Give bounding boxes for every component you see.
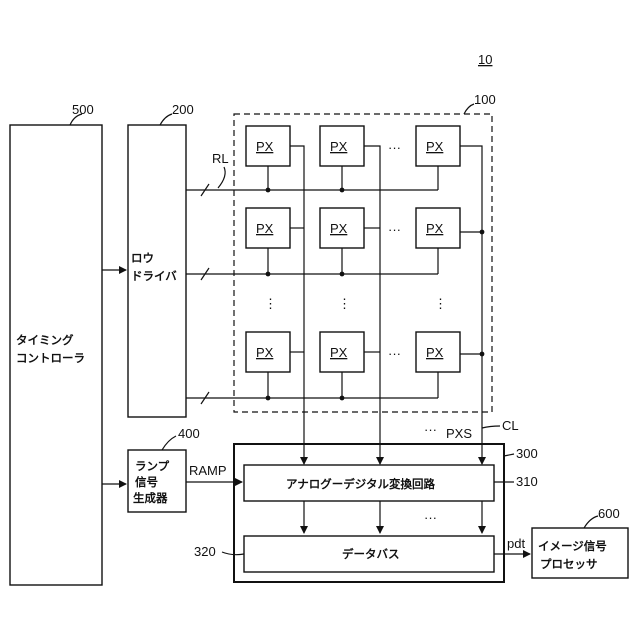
timing-label-line1: タイミング xyxy=(16,333,74,347)
bus-label: データバス xyxy=(342,547,400,561)
dots-small: ··· xyxy=(424,510,437,525)
pixel-row-3: PX PX PX ··· xyxy=(246,332,460,372)
pixel-label: PX xyxy=(256,221,274,236)
dots-small: ··· xyxy=(424,422,437,437)
cl-label: CL xyxy=(502,418,519,433)
timing-label-line2: コントローラ xyxy=(16,351,85,365)
pxs-label: PXS xyxy=(446,426,472,441)
ramp-label-line3: 生成器 xyxy=(133,491,168,505)
rl-label: RL xyxy=(212,151,229,166)
row-ref-leader xyxy=(160,114,172,125)
pixel-label: PX xyxy=(426,345,444,360)
pixel-dots-vertical: ⋮ ⋮ ⋮ xyxy=(264,296,447,311)
pdt-label: pdt xyxy=(507,536,525,551)
dots-vertical: ⋮ xyxy=(338,296,351,311)
ramp-signal-label: RAMP xyxy=(189,463,227,478)
pixel-row-1: PX PX PX ··· xyxy=(246,126,460,166)
row-label-line1: ロウ xyxy=(131,251,154,265)
array-ref-leader xyxy=(464,104,474,114)
ramp-ref-leader xyxy=(162,436,176,450)
readout-ref: 300 xyxy=(516,446,538,461)
pixel-label: PX xyxy=(256,139,274,154)
row-ref: 200 xyxy=(172,102,194,117)
ramp-label-line2: 信号 xyxy=(135,475,158,489)
pixel-label: PX xyxy=(256,345,274,360)
isp-label-line2: プロセッサ xyxy=(540,557,598,571)
adc-label: アナログーデジタル変換回路 xyxy=(286,477,436,491)
isp-ref-leader xyxy=(584,516,598,528)
isp-label-line1: イメージ信号 xyxy=(538,539,607,553)
pixel-label: PX xyxy=(330,221,348,236)
dots-horizontal: ··· xyxy=(388,346,401,361)
cl-leader xyxy=(482,426,500,428)
pixel-row-2: PX PX PX ··· xyxy=(246,208,460,248)
ramp-ref: 400 xyxy=(178,426,200,441)
row-label-line2: ドライバ xyxy=(131,269,177,283)
dots-vertical: ⋮ xyxy=(264,296,277,311)
rl-leader xyxy=(218,167,225,188)
pixel-label: PX xyxy=(426,139,444,154)
dots-horizontal: ··· xyxy=(388,140,401,155)
ramp-label-line1: ランプ xyxy=(135,459,170,473)
timing-ref: 500 xyxy=(72,102,94,117)
pixel-label: PX xyxy=(426,221,444,236)
adc-ref: 310 xyxy=(516,474,538,489)
readout-ref-leader xyxy=(504,454,514,456)
dots-horizontal: ··· xyxy=(388,222,401,237)
pixel-label: PX xyxy=(330,139,348,154)
figure-ref: 10 xyxy=(478,52,492,67)
array-ref: 100 xyxy=(474,92,496,107)
dots-vertical: ⋮ xyxy=(434,296,447,311)
isp-ref: 600 xyxy=(598,506,620,521)
pixel-label: PX xyxy=(330,345,348,360)
column-lines xyxy=(290,146,484,464)
bus-ref: 320 xyxy=(194,544,216,559)
